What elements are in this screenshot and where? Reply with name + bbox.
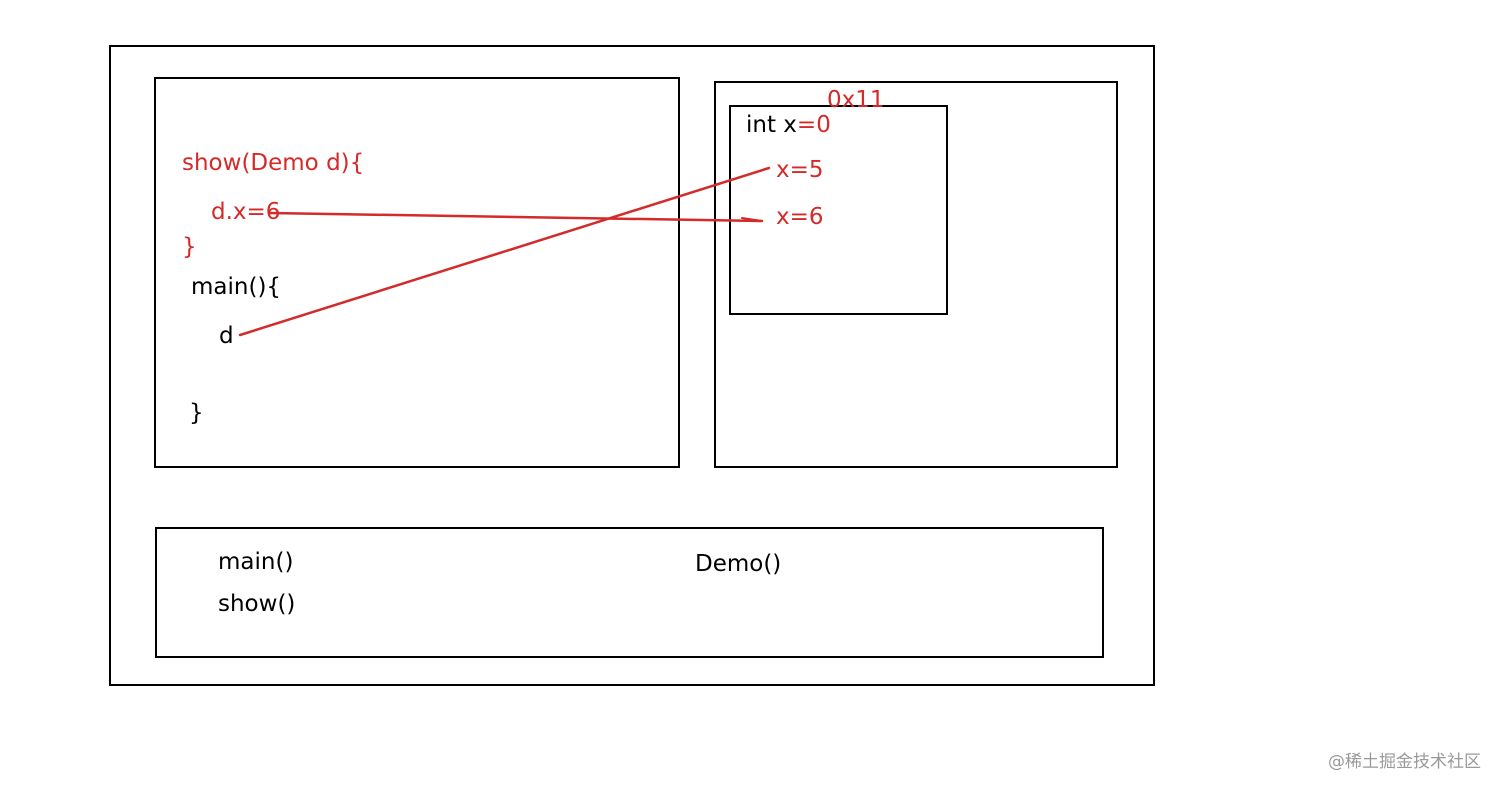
watermark-text: @稀土掘金技术社区 <box>1328 752 1481 772</box>
method-main-entry: main() <box>218 549 294 575</box>
field-declaration: int x <box>746 112 797 138</box>
object-address: 0x11 <box>827 87 885 113</box>
reference-line-d-to-object <box>238 166 771 337</box>
method-area-box <box>155 527 1104 658</box>
main-method-header: main(){ <box>191 274 282 300</box>
assign-statement: d.x=6 <box>211 199 281 225</box>
method-show-entry: show() <box>218 591 296 617</box>
field-value-second: x=6 <box>776 204 824 230</box>
assignment-line-to-x6 <box>268 211 764 223</box>
reference-variable-d: d <box>219 323 234 349</box>
field-initial-value: =0 <box>796 112 831 138</box>
constructor-demo-entry: Demo() <box>695 551 782 577</box>
show-method-close: } <box>182 234 197 260</box>
heap-area-box <box>714 81 1118 468</box>
assignment-line-tail <box>741 217 763 222</box>
stack-area-box <box>154 77 680 468</box>
heap-object-box <box>729 105 948 315</box>
field-value-first: x=5 <box>776 157 824 183</box>
memory-outer-frame <box>109 45 1155 686</box>
main-method-close: } <box>189 400 204 426</box>
show-method-header: show(Demo d){ <box>182 150 365 176</box>
object-field: int x=0 <box>746 114 831 137</box>
